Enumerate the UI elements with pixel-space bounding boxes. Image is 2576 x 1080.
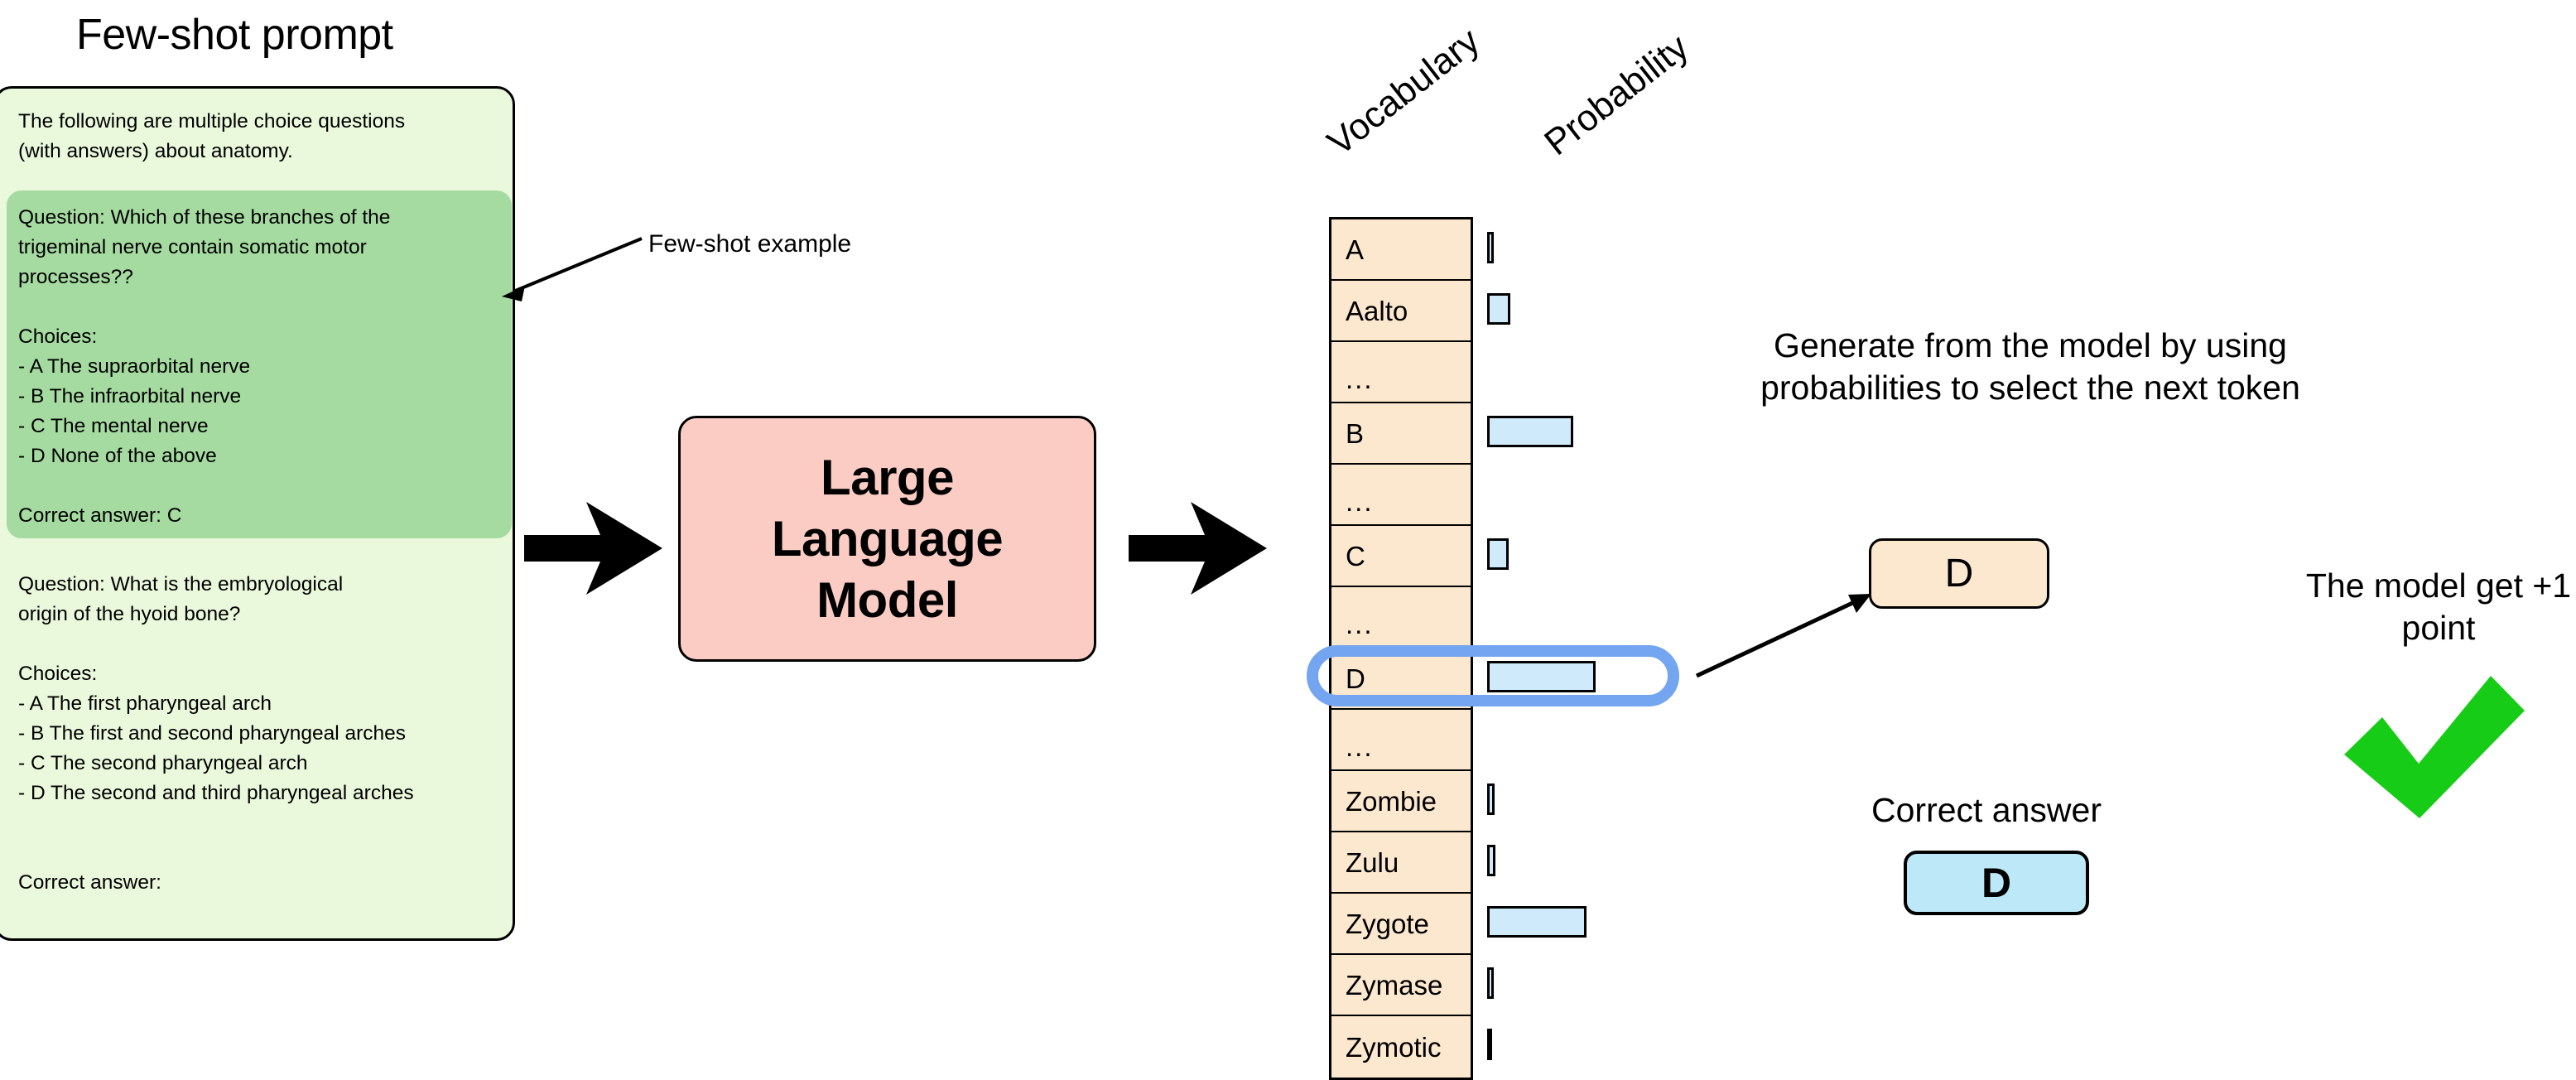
probability-bar-row: [1487, 462, 1596, 523]
vocabulary-token-label: Zymase: [1346, 969, 1443, 1000]
vocabulary-token-label: D: [1346, 663, 1365, 694]
vocabulary-token-label: C: [1346, 540, 1365, 571]
probability-bar-chart: [1487, 217, 1596, 1075]
vocabulary-row[interactable]: C: [1331, 526, 1471, 587]
model-line-1: Large: [821, 449, 954, 505]
vocabulary-token-label: Zulu: [1346, 846, 1399, 878]
probability-bar: [1487, 906, 1587, 938]
vocabulary-row[interactable]: Zygote: [1331, 894, 1471, 955]
few-shot-example-annotation-label: Few-shot example: [648, 230, 852, 258]
correct-answer-box: D: [1904, 851, 2089, 915]
vocabulary-token-label: ...: [1346, 363, 1374, 394]
model-line-3: Model: [816, 571, 958, 628]
vocabulary-token-label: Zymotic: [1346, 1031, 1442, 1063]
probability-bar: [1487, 293, 1510, 325]
probability-bar: [1487, 845, 1495, 876]
probability-bar-row: [1487, 340, 1596, 401]
vocabulary-token-label: Aalto: [1346, 295, 1408, 326]
vocabulary-row[interactable]: ...: [1331, 342, 1471, 403]
check-mark-icon: [2339, 671, 2530, 828]
page-title: Few-shot prompt: [76, 11, 393, 59]
few-shot-example-highlight: [7, 190, 512, 538]
probability-bar: [1487, 661, 1596, 692]
generated-token-box: D: [1869, 538, 2049, 609]
generated-token-label: D: [1944, 552, 1974, 595]
probability-bar-row: [1487, 830, 1596, 891]
probability-bar-row: [1487, 707, 1596, 769]
correct-answer-token: D: [1981, 860, 2012, 906]
model-to-vocabulary-arrow: [1129, 502, 1267, 595]
vocabulary-row[interactable]: Aalto: [1331, 281, 1471, 342]
probability-bar-row: [1487, 891, 1596, 952]
probability-bar-row: [1487, 401, 1596, 462]
probability-bar-row: [1487, 523, 1596, 585]
vocabulary-row[interactable]: ...: [1331, 587, 1471, 648]
probability-bar-row: [1487, 217, 1596, 278]
vocabulary-token-label: Zombie: [1346, 785, 1437, 817]
correct-answer-label: Correct answer: [1871, 791, 2102, 829]
probability-bar: [1487, 783, 1495, 815]
probability-bar: [1487, 416, 1573, 447]
vocabulary-row[interactable]: Zymase: [1331, 955, 1471, 1016]
probability-bar-row: [1487, 952, 1596, 1014]
probability-column-header: Probability: [1537, 27, 1697, 164]
vocabulary-row[interactable]: Zombie: [1331, 771, 1471, 832]
selected-token-to-generated-token-arrow: [1695, 594, 1871, 678]
large-language-model-box: Large Language Model: [678, 416, 1096, 662]
vocabulary-token-label: ...: [1346, 485, 1374, 517]
model-line-2: Language: [771, 510, 1004, 567]
probability-bar-row: [1487, 646, 1596, 707]
probability-bar: [1487, 1029, 1492, 1060]
probability-bar-row: [1487, 585, 1596, 646]
score-text: The model get +1 point: [2305, 567, 2572, 647]
vocabulary-token-label: ...: [1346, 730, 1374, 762]
prompt-to-model-arrow: [524, 502, 662, 595]
probability-bar-row: [1487, 769, 1596, 830]
vocabulary-token-label: Zygote: [1346, 908, 1429, 939]
vocabulary-row[interactable]: A: [1331, 219, 1471, 281]
vocabulary-row[interactable]: ...: [1331, 465, 1471, 526]
probability-bar-row: [1487, 1014, 1596, 1075]
vocabulary-token-label: A: [1346, 234, 1365, 265]
vocabulary-row[interactable]: Zymotic: [1331, 1016, 1471, 1078]
few-shot-example-leader-arrow: [502, 237, 643, 301]
vocabulary-column-header: Vocabulary: [1320, 20, 1487, 164]
generation-caption: Generate from the model by using probabi…: [1760, 326, 2300, 407]
probability-bar-row: [1487, 278, 1596, 340]
probability-bar: [1487, 232, 1494, 263]
probability-bar: [1487, 967, 1494, 999]
probability-bar: [1487, 538, 1509, 570]
prompt-intro-text: The following are multiple choice questi…: [18, 110, 406, 162]
vocabulary-token-label: B: [1346, 417, 1365, 449]
vocabulary-row[interactable]: ...: [1331, 710, 1471, 771]
selected-token-highlight-ring: [1307, 645, 1679, 706]
vocabulary-row[interactable]: B: [1331, 403, 1471, 465]
vocabulary-token-label: ...: [1346, 608, 1374, 639]
few-shot-example-text: Question: Which of these branches of the…: [18, 206, 391, 527]
prompt-target-question-text: Question: What is the embryological orig…: [18, 573, 414, 894]
vocabulary-row[interactable]: Zulu: [1331, 832, 1471, 894]
